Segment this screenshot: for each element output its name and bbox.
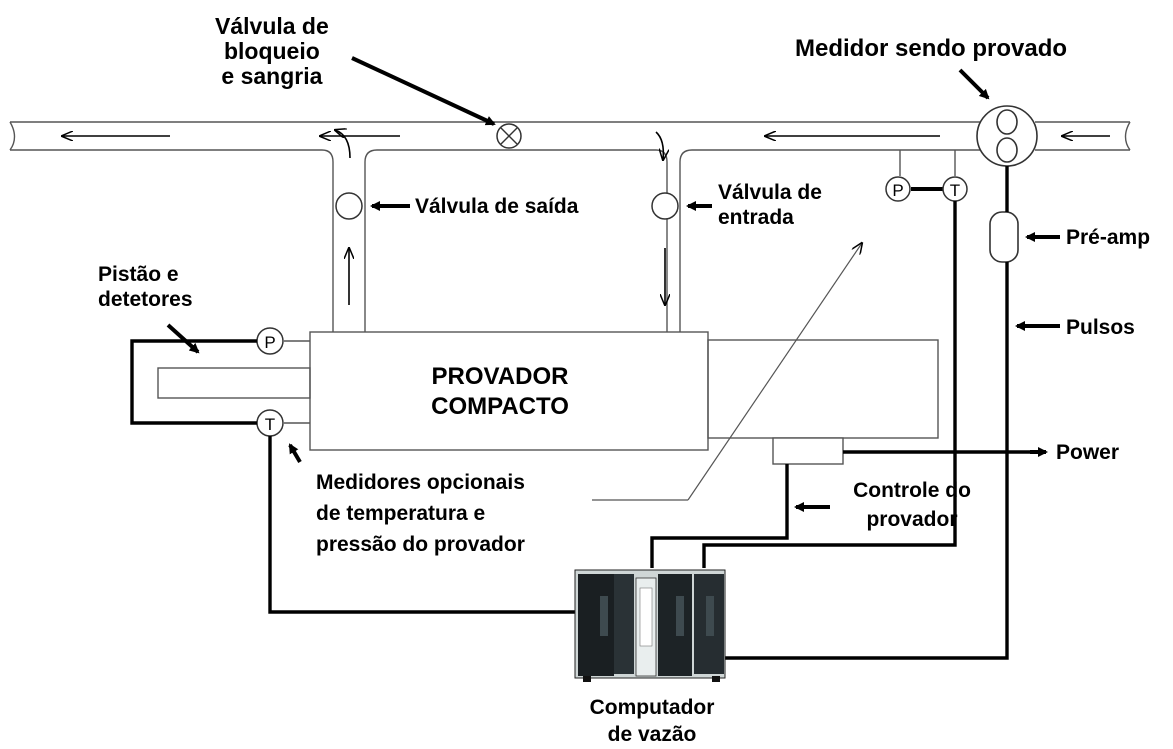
block-and-bleed-valve-label: Válvula de bloqueio e sangria [215, 14, 329, 89]
meter-under-test-label: Medidor sendo provado [795, 35, 1068, 62]
block-and-bleed-valve [496, 123, 522, 149]
piston-detectors-label: Pistão e detetores [98, 262, 193, 312]
line-temperature-letter: T [950, 181, 960, 200]
prover-body [157, 331, 939, 465]
line-gauges: P T [885, 150, 968, 202]
inlet-valve-label: Válvula de entrada [718, 180, 822, 230]
piston-detectors-line-2: detetores [98, 288, 193, 311]
flow-computer-line-1: Computador [589, 696, 715, 719]
optional-meters-leader-diagonal [687, 243, 862, 501]
prover-control-line-1: Controle do [853, 479, 971, 502]
power-label: Power [1056, 441, 1120, 464]
signal-wiring [130, 166, 1030, 660]
prover-gauges: P T [256, 327, 310, 437]
prover-control-label: Controle do provador [832, 476, 992, 534]
optional-meters-line-2: de temperatura e [316, 502, 486, 525]
optional-meters-line-1: Medidores opcionais [316, 471, 525, 494]
line-pressure-letter: P [892, 181, 903, 200]
block-and-bleed-line-2: bloqueio [223, 38, 320, 64]
flow-arrows [62, 130, 1110, 305]
callout-arrows [166, 56, 1060, 512]
flow-computer [574, 569, 726, 682]
prover-control-line-2: provador [866, 508, 958, 531]
pre-amp-label: Pré-amp [1066, 226, 1151, 249]
piston-detectors-line-1: Pistão e [98, 263, 179, 286]
pre-amp-box [989, 211, 1019, 263]
outlet-valve [335, 192, 363, 220]
pulses-label: Pulsos [1066, 316, 1135, 339]
meter-under-test [976, 105, 1038, 167]
outlet-valve-label: Válvula de saída [415, 195, 579, 218]
inlet-valve-line-1: Válvula de [718, 181, 822, 204]
inlet-valve-line-2: entrada [718, 206, 794, 229]
optional-meters-line-3: pressão do provador [316, 533, 525, 556]
inlet-valve [651, 192, 679, 220]
compact-prover-label: PROVADOR COMPACTO [400, 362, 600, 422]
prover-pressure-letter: P [264, 333, 275, 352]
optional-meters-label: Medidores opcionais de temperatura e pre… [316, 467, 525, 560]
prover-temperature-letter: T [265, 415, 275, 434]
block-and-bleed-line-3: e sangria [221, 63, 323, 89]
compact-prover-line-2: COMPACTO [431, 393, 569, 420]
block-and-bleed-line-1: Válvula de [215, 13, 329, 39]
line-pressure-gauge [885, 176, 911, 202]
flow-computer-label: Computador de vazão [562, 694, 742, 748]
flow-computer-line-2: de vazão [607, 723, 697, 746]
compact-prover-line-1: PROVADOR [431, 363, 569, 390]
